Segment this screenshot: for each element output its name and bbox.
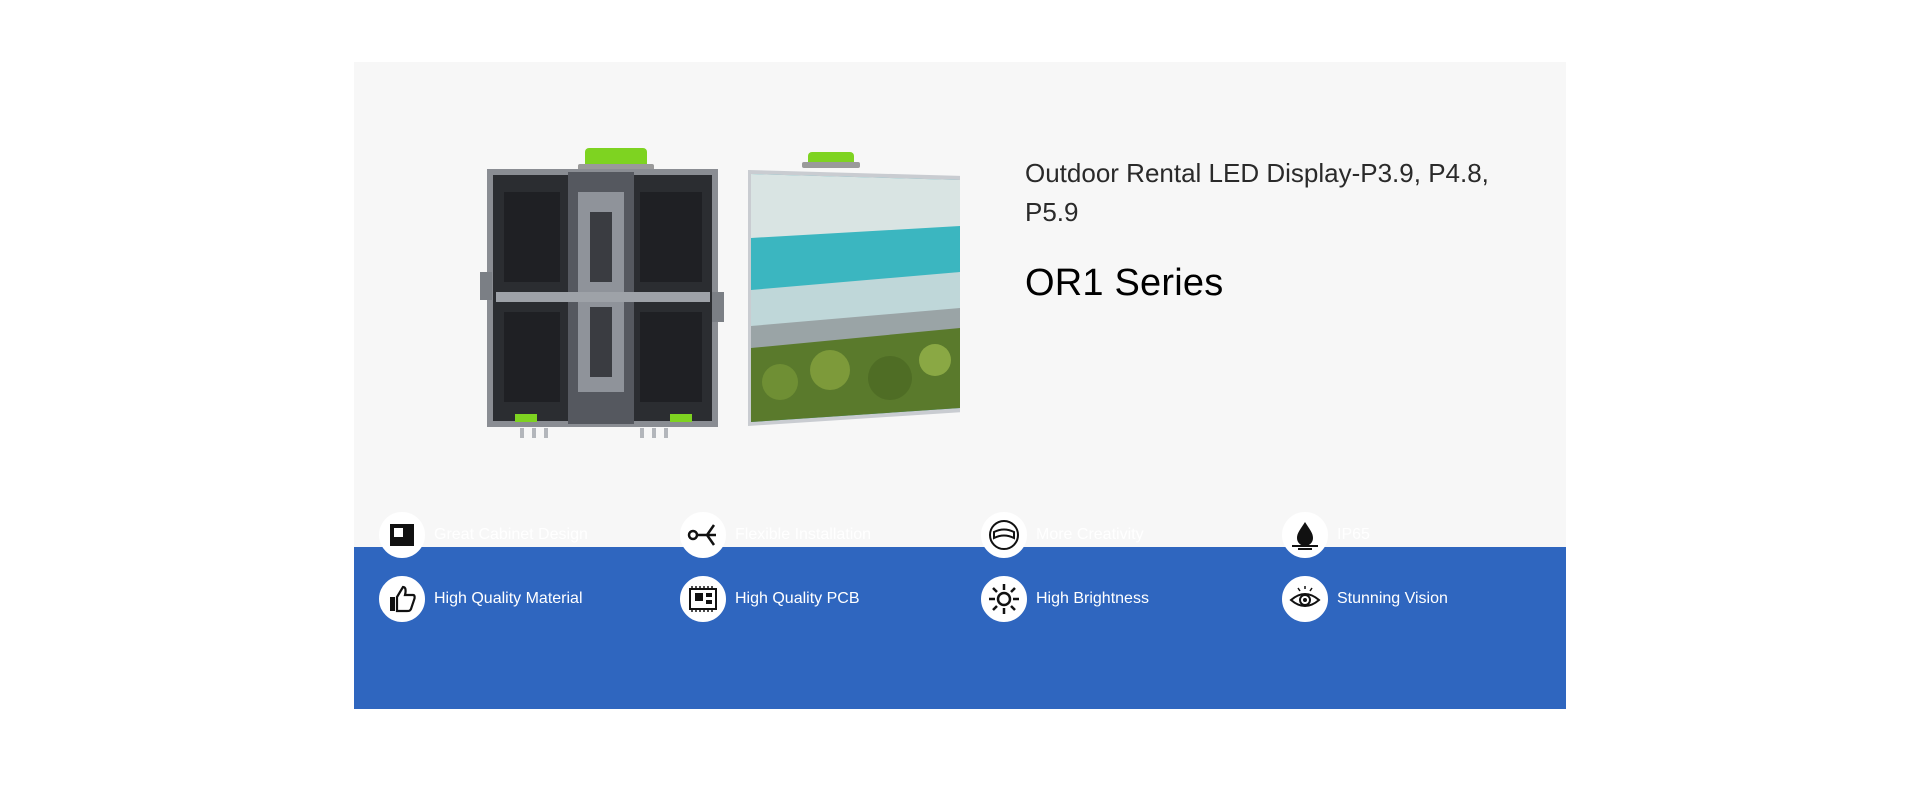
- feature-bar: [354, 547, 1566, 709]
- led-cabinet-product-image: [480, 148, 960, 438]
- product-subtitle: Outdoor Rental LED Display-P3.9, P4.8, P…: [1025, 158, 1489, 227]
- cabinet-back-view: [480, 148, 724, 438]
- product-card: Outdoor Rental LED Display-P3.9, P4.8, P…: [354, 62, 1566, 709]
- product-hero: Outdoor Rental LED Display-P3.9, P4.8, P…: [354, 62, 1566, 547]
- cabinet-front-view: [748, 152, 960, 426]
- product-heading-group: Outdoor Rental LED Display-P3.9, P4.8, P…: [1025, 154, 1525, 305]
- series-title: OR1 Series: [1025, 262, 1224, 304]
